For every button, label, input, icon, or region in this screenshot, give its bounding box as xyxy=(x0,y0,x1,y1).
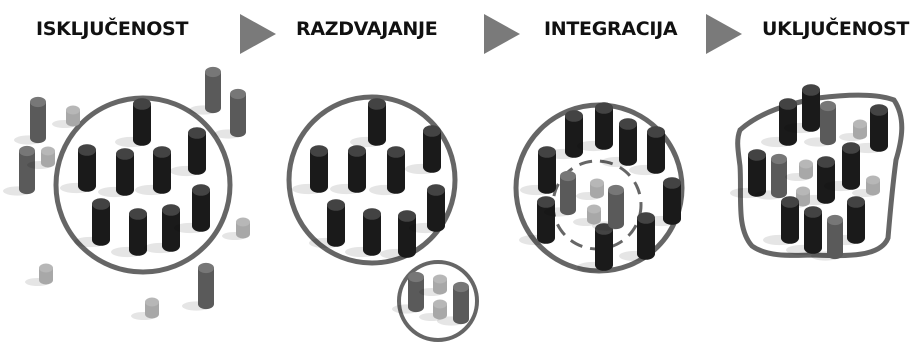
figure-cylinder xyxy=(135,146,171,196)
figure-cylinder xyxy=(405,125,441,175)
figure-cylinder xyxy=(144,204,180,254)
figure-cylinder xyxy=(74,198,110,248)
figure-cylinder xyxy=(330,145,366,195)
figure-cylinder xyxy=(392,271,424,314)
figure-cylinder xyxy=(755,153,787,200)
figure-cylinder xyxy=(601,118,637,168)
figure-cylinder xyxy=(24,263,53,287)
segregation-small-circle xyxy=(397,260,479,342)
figure-cylinder xyxy=(170,127,206,177)
figure-cylinder xyxy=(852,175,880,198)
figure-cylinder xyxy=(292,145,328,195)
stage-label-integration: INTEGRACIJA xyxy=(544,18,678,40)
figure-cylinder xyxy=(115,98,151,148)
arrow-icon xyxy=(484,14,520,54)
figure-cylinder xyxy=(111,208,147,258)
figure-cylinder xyxy=(520,146,556,196)
figure-cylinder xyxy=(26,146,55,170)
figure-cylinder xyxy=(577,223,613,273)
figure-cylinder xyxy=(619,212,655,262)
figure-cylinder xyxy=(3,145,35,196)
figure-cylinder xyxy=(730,149,766,199)
figure-cylinder xyxy=(52,105,80,129)
figure-cylinder xyxy=(182,262,214,311)
segregation-circle xyxy=(286,94,458,266)
exclusion-circle xyxy=(53,95,233,275)
figure-cylinder xyxy=(804,100,836,147)
figure-cylinder xyxy=(350,98,386,148)
stage-label-inclusion: UKLJUČENOST xyxy=(762,18,910,40)
figure-cylinder xyxy=(189,66,221,115)
figure-cylinder xyxy=(519,196,555,246)
figure-cylinder xyxy=(839,119,867,142)
figure-cylinder xyxy=(131,297,159,321)
figure-cylinder xyxy=(786,206,822,256)
figures-layer xyxy=(3,66,888,326)
figure-cylinder xyxy=(763,196,799,246)
figure-cylinder xyxy=(592,184,624,231)
figure-cylinder xyxy=(380,210,416,260)
arrow-icon xyxy=(706,14,742,54)
figure-cylinder xyxy=(369,146,405,196)
figure-cylinder xyxy=(784,84,820,134)
arrow-icon xyxy=(240,14,276,54)
figure-cylinder xyxy=(544,170,576,217)
figure-cylinder xyxy=(852,104,888,154)
inclusion-outline xyxy=(735,92,905,259)
figure-cylinder xyxy=(309,199,345,249)
figure-cylinder xyxy=(761,98,797,148)
figure-cylinder xyxy=(785,159,813,182)
figure-cylinder xyxy=(409,184,445,234)
stage-label-segregation: RAZDVAJANJE xyxy=(296,18,438,40)
figure-cylinder xyxy=(98,148,134,198)
figure-cylinder xyxy=(577,102,613,152)
figure-cylinder xyxy=(174,184,210,234)
figure-cylinder xyxy=(576,178,605,201)
figure-cylinder xyxy=(222,217,250,241)
figure-cylinder xyxy=(824,142,860,192)
figure-cylinder xyxy=(811,214,843,261)
figure-cylinder xyxy=(419,274,447,297)
figure-cylinder xyxy=(345,208,381,258)
figure-cylinder xyxy=(59,144,96,194)
figure-cylinder xyxy=(573,204,601,227)
stage-label-exclusion: ISKLJUČENOST xyxy=(36,18,189,40)
figure-cylinder xyxy=(437,281,469,326)
figure-cylinder xyxy=(629,126,666,176)
figure-cylinder xyxy=(14,96,46,145)
figure-cylinder xyxy=(214,88,246,139)
figure-cylinder xyxy=(419,299,447,322)
